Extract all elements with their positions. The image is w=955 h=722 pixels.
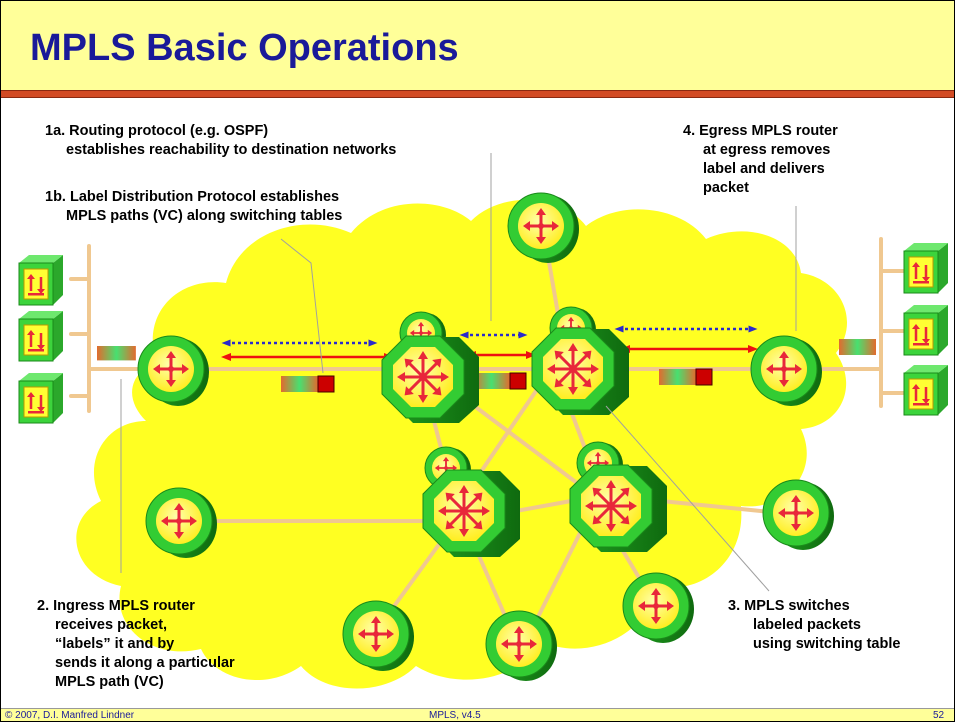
slide-title: MPLS Basic Operations	[30, 27, 459, 69]
annotation-2-line-5: MPLS path (VC)	[55, 674, 164, 690]
hosts-left	[17, 253, 65, 425]
annotation-1b: 1b. Label Distribution Protocol establis…	[45, 189, 342, 224]
annotation-4-line-1: 4. Egress MPLS router	[683, 123, 838, 139]
annotation-2-line-4: sends it along a particular	[55, 655, 235, 671]
annotation-2-line-2: receives packet,	[55, 617, 167, 633]
annotation-2-line-3: “labels” it and by	[55, 636, 174, 652]
annotation-2-line-1: 2. Ingress MPLS router	[37, 598, 195, 614]
edge-router-icon	[763, 480, 834, 550]
title-band: MPLS Basic Operations	[1, 1, 954, 91]
annotation-4-line-2: at egress removes	[703, 142, 830, 158]
labeled-packet-2	[473, 372, 527, 390]
annotation-1b-line-2: MPLS paths (VC) along switching tables	[66, 208, 342, 224]
labeled-packet-3	[659, 368, 713, 386]
host-icon	[17, 309, 65, 363]
mpls-cloud	[76, 199, 848, 689]
annotation-4-line-4: packet	[703, 180, 749, 196]
annotation-2: 2. Ingress MPLS router receives packet, …	[37, 598, 235, 690]
title-rule	[1, 90, 954, 98]
callout-leaders	[120, 153, 797, 592]
annotation-1a-line-1: 1a. Routing protocol (e.g. OSPF)	[45, 123, 268, 139]
path-arrows	[221, 325, 758, 361]
annotation-1b-line-1: 1b. Label Distribution Protocol establis…	[45, 189, 339, 205]
host-icon	[902, 241, 950, 295]
annotation-1a: 1a. Routing protocol (e.g. OSPF) establi…	[45, 123, 396, 158]
footer-course: MPLS, v4.5	[429, 710, 481, 721]
unlabeled-packet-egress	[839, 339, 876, 355]
labeled-packet-1	[281, 375, 335, 393]
footer-copyright: © 2007, D.I. Manfred Lindner	[5, 710, 135, 721]
hosts-right	[902, 241, 950, 417]
host-icon	[17, 371, 65, 425]
page-number: 52	[933, 710, 945, 721]
annotation-3-line-1: 3. MPLS switches	[728, 598, 850, 614]
annotation-1a-line-2: establishes reachability to destination …	[66, 142, 396, 158]
footer-bar: © 2007, D.I. Manfred Lindner MPLS, v4.5 …	[1, 708, 954, 721]
edge-router-icon	[623, 573, 694, 643]
annotation-3-line-2: labeled packets	[753, 617, 861, 633]
host-icon	[902, 363, 950, 417]
host-icon	[17, 253, 65, 307]
annotation-4-line-3: label and delivers	[703, 161, 825, 177]
host-icon	[902, 303, 950, 357]
annotation-3-line-3: using switching table	[753, 636, 900, 652]
unlabeled-packet-ingress	[97, 346, 136, 361]
annotation-4: 4. Egress MPLS router at egress removes …	[683, 123, 838, 196]
annotation-3: 3. MPLS switches labeled packets using s…	[728, 598, 900, 652]
